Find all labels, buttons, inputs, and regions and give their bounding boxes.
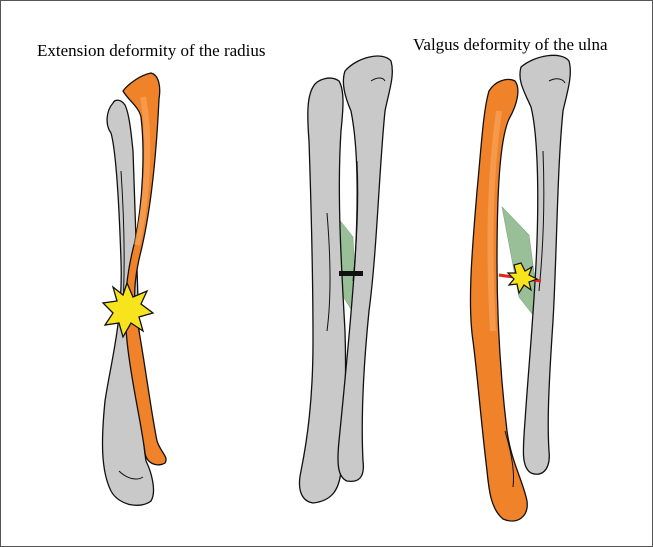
left-forearm <box>103 73 167 505</box>
right-orange-radius <box>470 79 527 521</box>
starburst-icon <box>103 283 153 337</box>
right-forearm <box>470 55 570 521</box>
middle-black-bar <box>339 271 363 276</box>
middle-forearm <box>300 56 393 503</box>
